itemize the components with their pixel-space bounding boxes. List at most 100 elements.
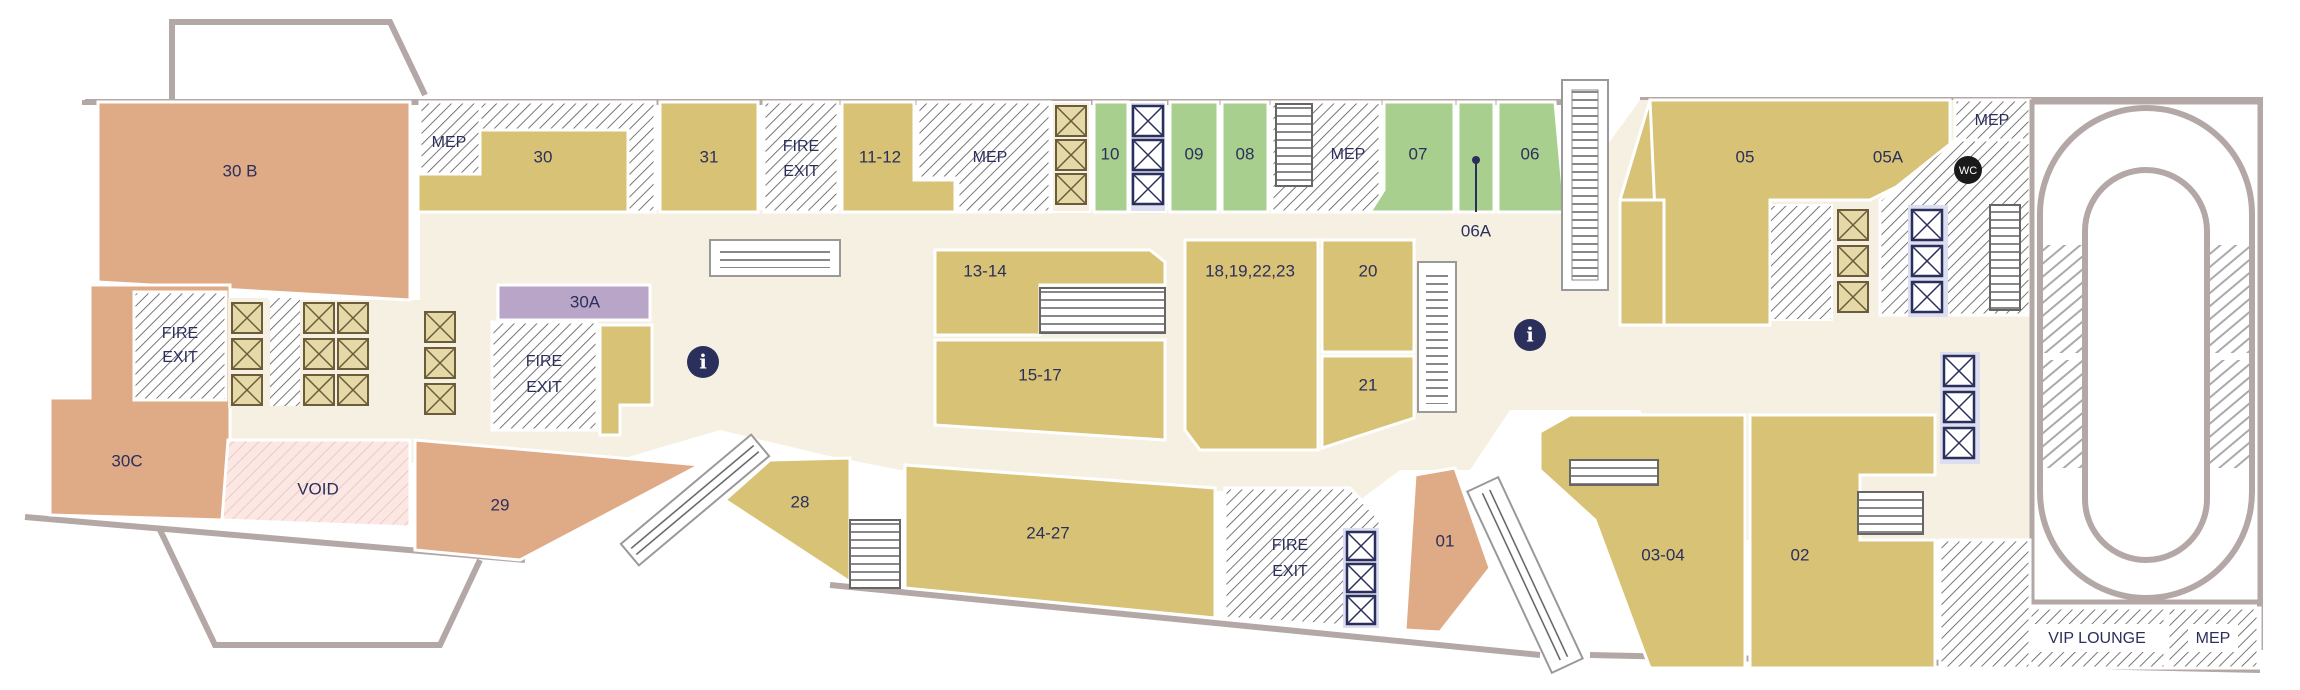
info-point-left[interactable]: i <box>687 346 719 378</box>
lift-block-left <box>228 298 456 415</box>
unit-31-label: 31 <box>700 147 719 166</box>
unit-03-04[interactable] <box>1538 413 1747 670</box>
unit-30b-label: 30 B <box>223 161 258 180</box>
unit-24-27-label: 24-27 <box>1026 523 1069 542</box>
unit-05-main <box>1648 98 1952 327</box>
escalator-center <box>1417 261 1457 413</box>
hatched-area-05-left <box>1769 204 1833 321</box>
lift-block-05a <box>1908 205 1948 317</box>
unit-09[interactable] <box>1168 100 1220 214</box>
mep-4-label: MEP <box>1975 112 2010 129</box>
unit-06a-pointer-dot <box>1472 156 1480 164</box>
fire-exit-top-label-1: FIRE <box>783 138 819 155</box>
info-glyph: i <box>699 350 707 374</box>
unit-01-label: 01 <box>1436 531 1455 550</box>
stair-03-04 <box>1569 459 1659 486</box>
fire-exit-left-label-1: FIRE <box>162 325 198 342</box>
unit-09-label: 09 <box>1185 144 1204 163</box>
unit-08[interactable] <box>1220 100 1270 214</box>
fire-exit-top-label-2: EXIT <box>783 163 819 180</box>
unit-10[interactable] <box>1092 100 1130 214</box>
info-icon[interactable] <box>687 346 719 378</box>
unit-29[interactable] <box>413 438 706 562</box>
unit-13-14[interactable] <box>933 248 1167 337</box>
unit-07-label: 07 <box>1409 144 1428 163</box>
stair-02 <box>1857 491 1924 535</box>
unit-30a[interactable] <box>496 283 652 322</box>
vip-lounge-label: VIP LOUNGE <box>2048 630 2146 647</box>
unit-28-label: 28 <box>791 492 810 511</box>
unit-30-label: 30 <box>534 147 553 166</box>
unit-15-17[interactable] <box>933 338 1167 442</box>
unit-06a-label: 06A <box>1461 221 1492 240</box>
info-glyph: i <box>1526 323 1534 347</box>
parking-ramp <box>2029 99 2263 605</box>
unit-21[interactable] <box>1320 354 1416 451</box>
unit-02[interactable] <box>1748 413 1937 670</box>
stair-center <box>1039 287 1166 334</box>
unit-21-label: 21 <box>1359 375 1378 394</box>
stair-05a <box>1989 204 2021 311</box>
mep-4[interactable] <box>1953 98 2032 142</box>
unit-24-27[interactable] <box>903 463 1217 620</box>
mep-3-label: MEP <box>1331 146 1366 163</box>
unit-10-label: 10 <box>1101 144 1120 163</box>
fire-exit-mid-label-2: EXIT <box>526 379 562 396</box>
unit-07[interactable] <box>1367 100 1456 214</box>
escalator-bottom-left <box>619 433 771 567</box>
vip-lounge-label-bg <box>2030 624 2165 652</box>
unit-03-04-label: 03-04 <box>1641 545 1684 564</box>
escalator-top-right <box>1561 79 1609 291</box>
wc-icon[interactable] <box>1954 156 1982 184</box>
mep-2-label: MEP <box>973 149 1008 166</box>
unit-29-label: 29 <box>491 495 510 514</box>
unit-15-17-label: 15-17 <box>1018 365 1061 384</box>
mep-1-corner <box>418 100 482 176</box>
lift-block-05 <box>1834 205 1874 317</box>
unit-05a-label: 05A <box>1873 147 1904 166</box>
unit-20[interactable] <box>1320 238 1416 354</box>
unit-11-12-label: 11-12 <box>859 147 901 166</box>
escalator-bottom-right <box>1466 475 1584 675</box>
unit-30a-annex <box>598 323 654 437</box>
wc-label: WC <box>1959 165 1977 177</box>
fire-exit-bottom-label-1: FIRE <box>1272 537 1308 554</box>
info-icon[interactable] <box>1514 319 1546 351</box>
unit-20-label: 20 <box>1359 261 1378 280</box>
unit-06-label: 06 <box>1521 144 1540 163</box>
lift-block-02 <box>1940 352 1980 464</box>
stair-mep-3 <box>1275 103 1313 187</box>
unit-02-label: 02 <box>1791 545 1810 564</box>
unit-05-label: 05 <box>1736 147 1755 166</box>
unit-11-12[interactable] <box>840 100 957 214</box>
unit-30c-label: 30C <box>111 451 142 470</box>
escalator-top-left <box>709 239 841 277</box>
fire-exit-left-label-2: EXIT <box>162 349 198 366</box>
stair-28 <box>849 519 901 589</box>
mep-5-label-bg <box>2188 624 2238 652</box>
mep-2[interactable] <box>916 100 1052 214</box>
unit-18-19-22-23-label: 18,19,22,23 <box>1205 261 1295 280</box>
mep-5[interactable] <box>2166 606 2260 670</box>
lift-block-top <box>1051 101 1091 213</box>
unit-13-14-label: 13-14 <box>963 261 1006 280</box>
unit-31[interactable] <box>658 100 760 214</box>
info-point-right[interactable]: i <box>1514 319 1546 351</box>
fire-exit-bottom-label-2: EXIT <box>1272 563 1308 580</box>
lift-block-bottom <box>1343 528 1379 628</box>
unit-01[interactable] <box>1403 466 1492 634</box>
lift-block-10 <box>1129 101 1167 213</box>
void <box>220 438 412 529</box>
fire-exit-mid-label-1: FIRE <box>526 353 562 370</box>
fire-exit-bottom[interactable] <box>1223 486 1382 630</box>
fire-exit-left[interactable] <box>132 290 228 402</box>
void-label: VOID <box>297 479 339 498</box>
unit-05-extension <box>1618 198 1666 327</box>
unit-30a-label: 30A <box>570 292 601 311</box>
mep-1-label: MEP <box>432 134 467 151</box>
unit-30b[interactable] <box>96 100 412 302</box>
unit-18-19-22-23[interactable] <box>1183 238 1320 452</box>
fire-exit-top[interactable] <box>762 100 840 214</box>
fire-exit-mid[interactable] <box>490 320 599 432</box>
